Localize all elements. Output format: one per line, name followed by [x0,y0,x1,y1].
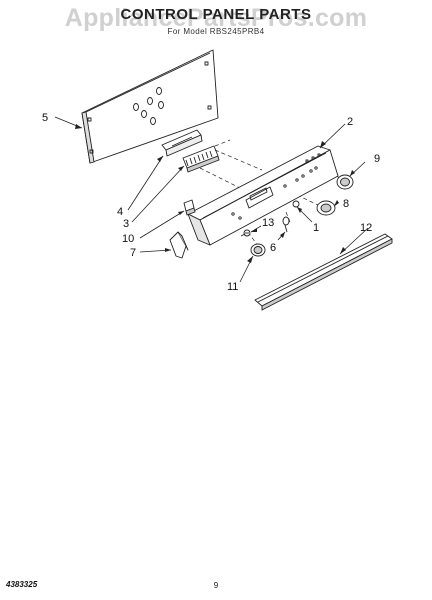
part-7-end-cap[interactable] [169,231,189,259]
part-2-control-panel[interactable] [187,145,339,246]
callout-4: 4 [117,206,123,218]
callout-6: 6 [270,242,276,254]
part-8-knob[interactable] [316,200,336,216]
callout-8: 8 [343,198,349,210]
part-9-knob[interactable] [336,174,354,190]
part-6-screw[interactable] [282,216,290,233]
callout-13: 13 [262,217,274,229]
part-13-screw[interactable] [240,229,251,237]
part-11-knob[interactable] [250,243,266,257]
callout-10: 10 [122,233,134,245]
callout-2: 2 [347,116,353,128]
page-number: 9 [213,581,219,590]
document-part-number: 4383325 [6,580,38,589]
callout-3: 3 [123,218,129,230]
callout-7: 7 [130,247,136,259]
part-5-rear-panel[interactable] [81,49,219,164]
callout-5: 5 [42,112,48,124]
part-12-trim-strip[interactable] [254,233,393,311]
diagram-title: CONTROL PANEL PARTS [120,6,312,23]
part-4-bracket[interactable] [161,129,203,157]
watermark-text: AppliancePartsPros.com [64,4,368,32]
callout-1: 1 [313,222,319,234]
callout-11: 11 [227,281,238,293]
callout-9: 9 [374,153,380,165]
diagram-subtitle: For Model RBS245PRB4 [167,27,265,36]
callout-12: 12 [360,222,372,234]
part-1-button[interactable] [292,200,300,208]
part-10-clip[interactable] [183,199,196,216]
part-3-control-board[interactable] [182,145,220,173]
